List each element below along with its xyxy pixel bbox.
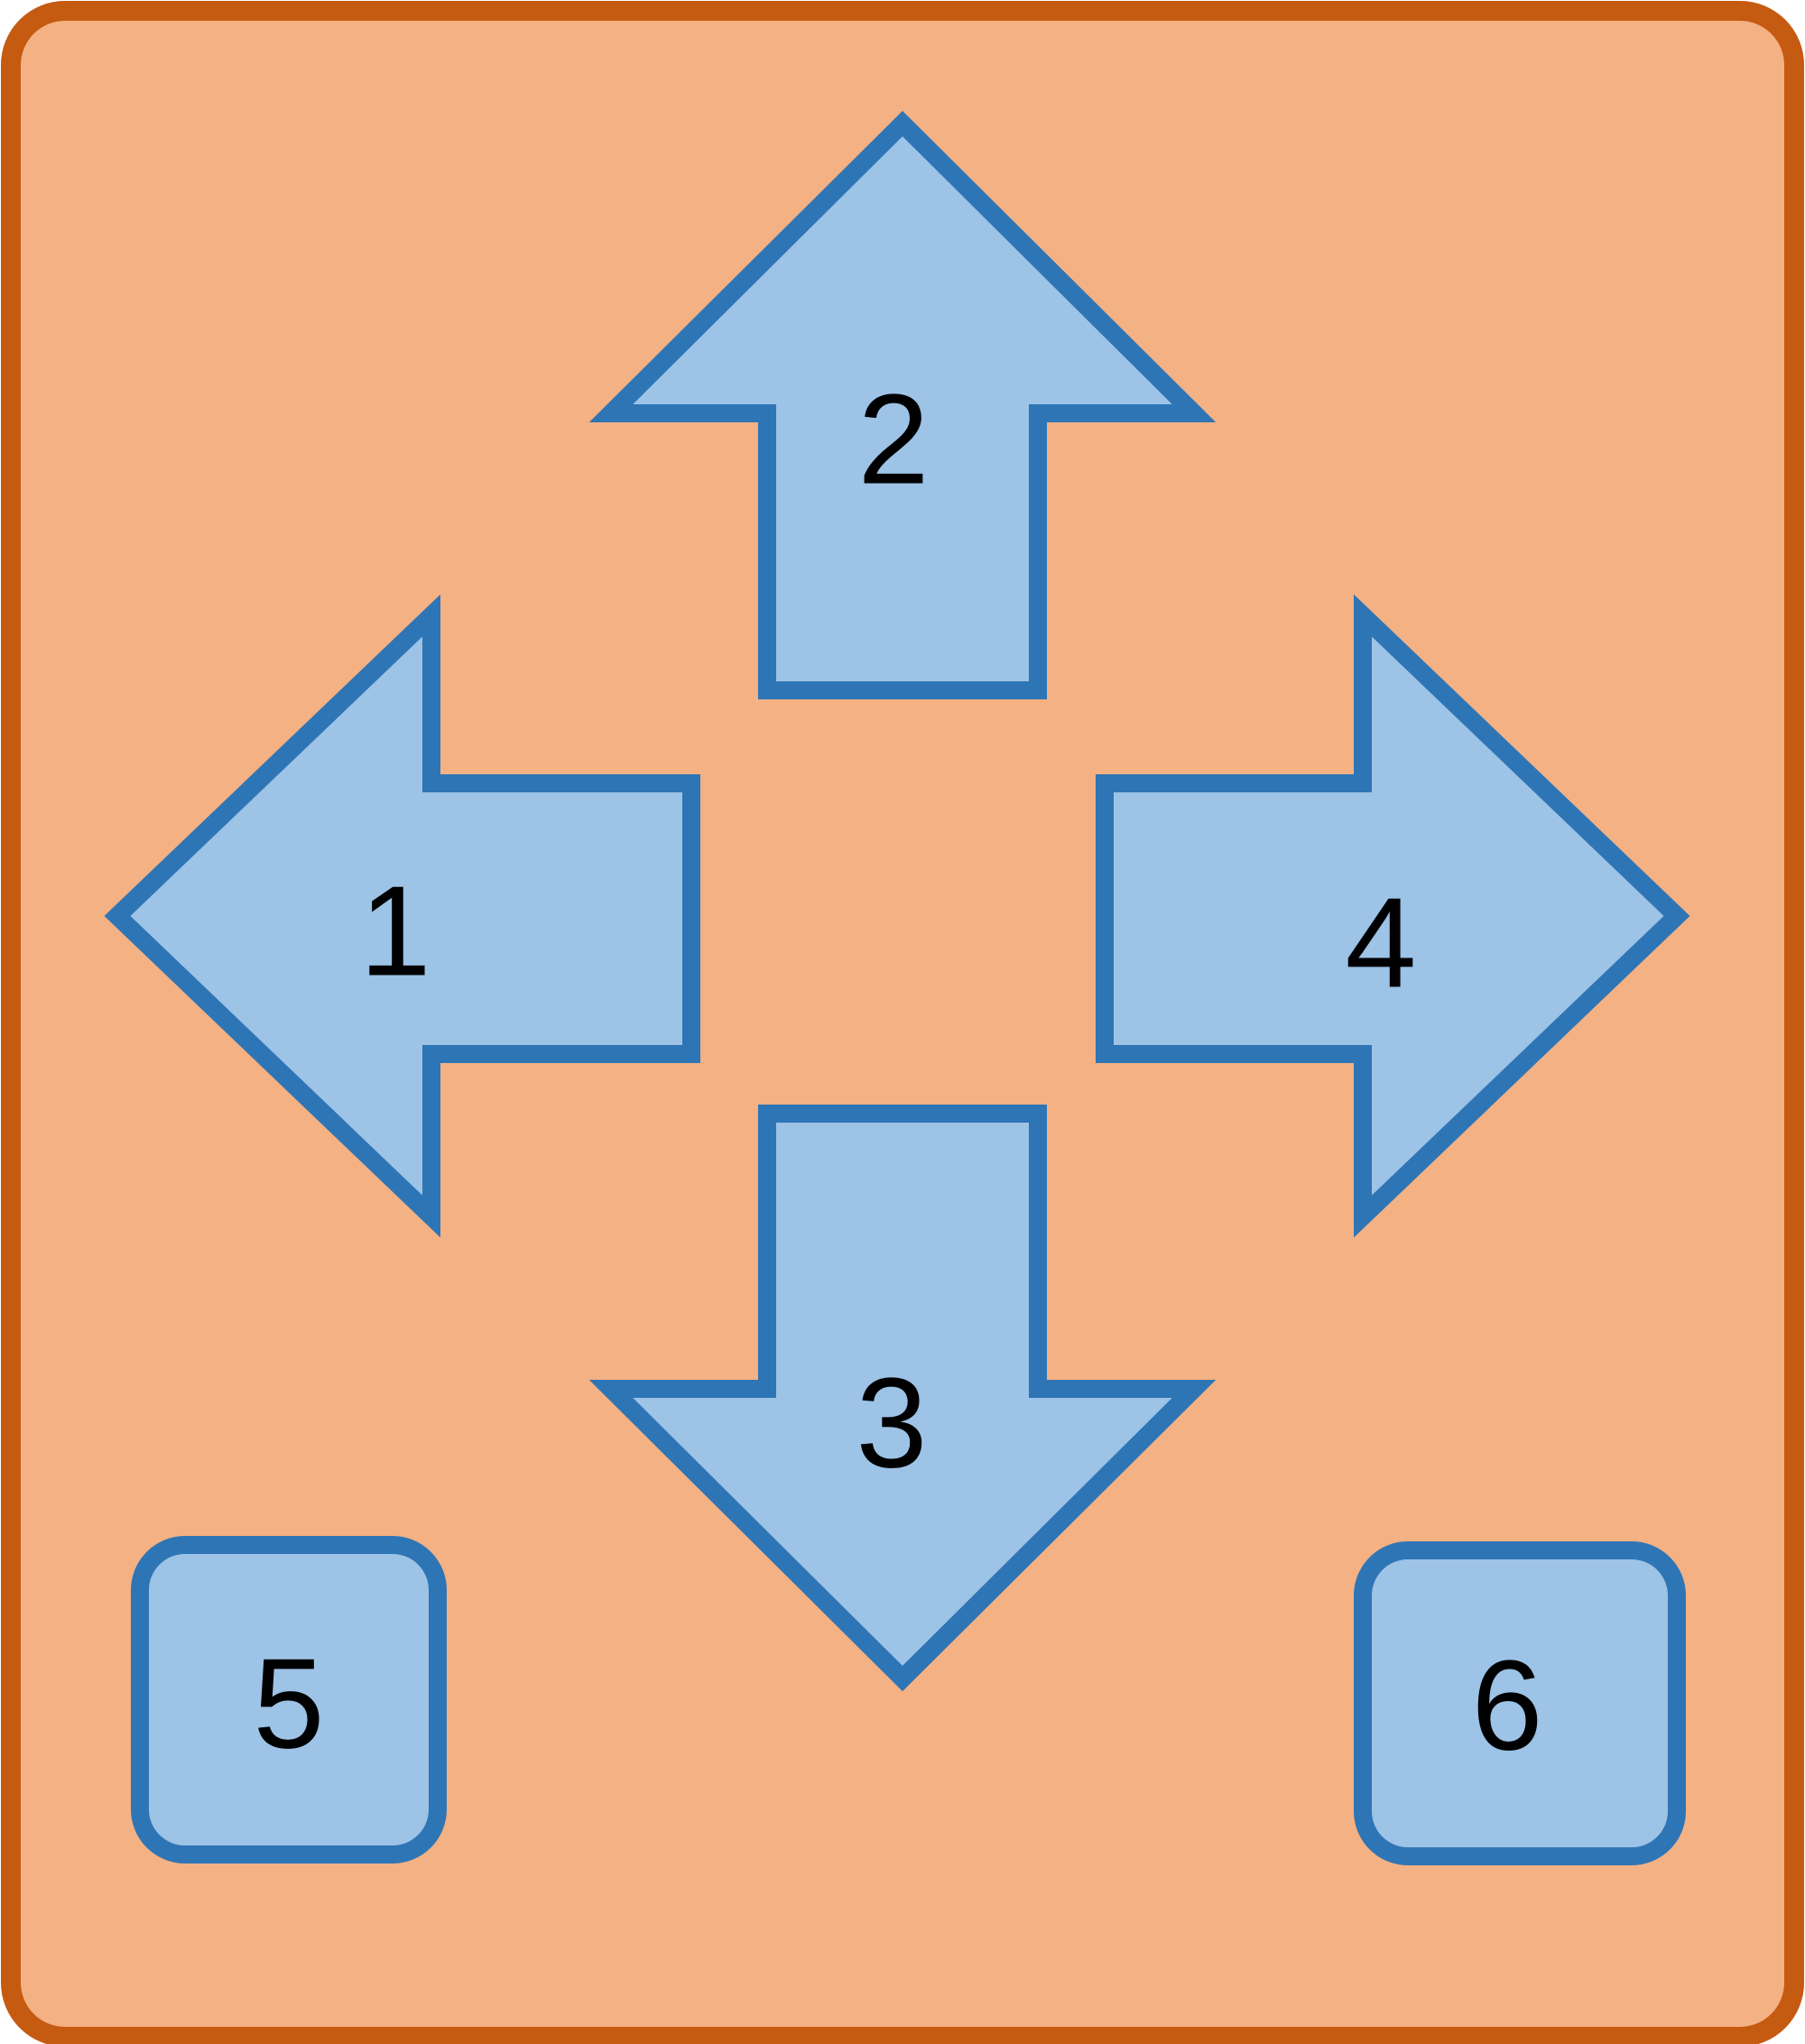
- left-arrow-shape[interactable]: [104, 594, 700, 1238]
- right-arrow-shape[interactable]: [1096, 594, 1690, 1238]
- bottom-left-square-shape[interactable]: [131, 1536, 447, 1864]
- up-arrow-shape[interactable]: [588, 110, 1217, 699]
- bottom-right-square-shape[interactable]: [1354, 1541, 1686, 1865]
- down-arrow-shape[interactable]: [588, 1105, 1217, 1692]
